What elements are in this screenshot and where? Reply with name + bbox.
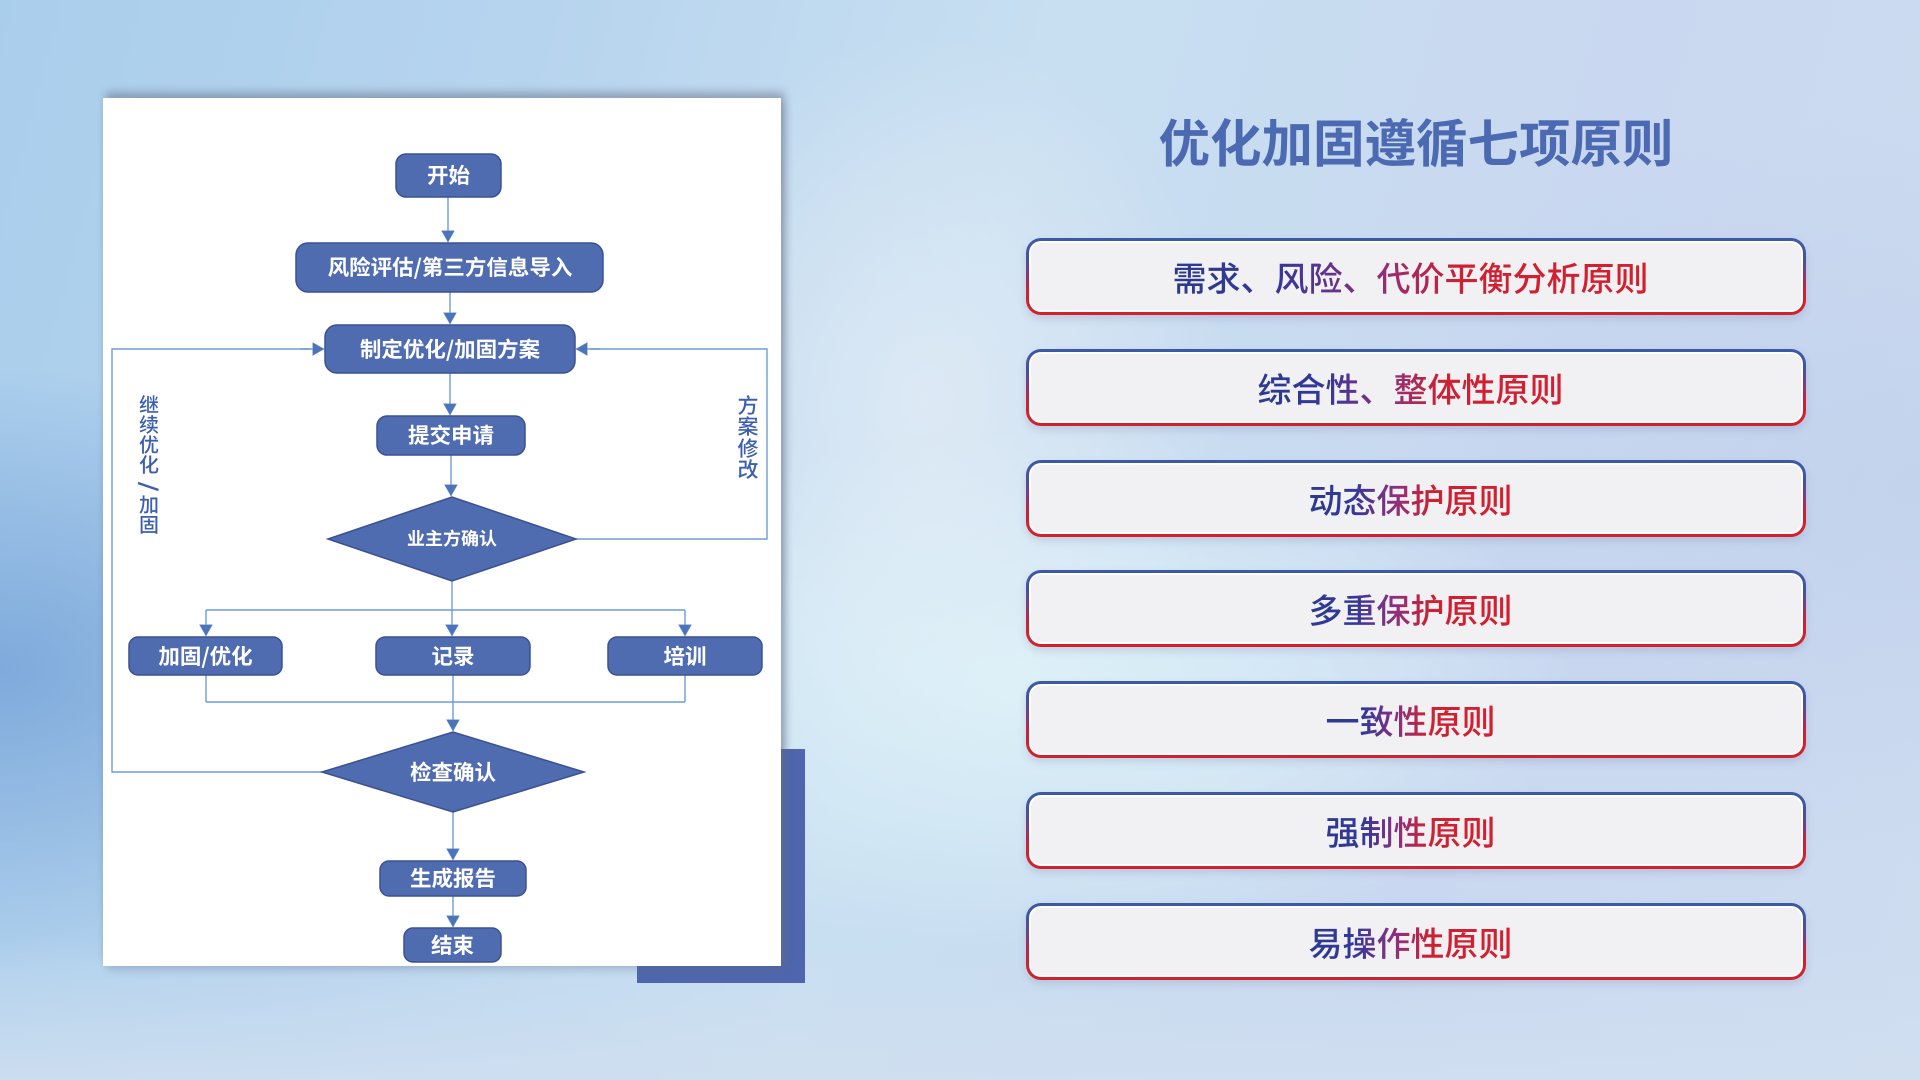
svg-text:风险评估/第三方信息导入: 风险评估/第三方信息导入 (328, 251, 573, 282)
svg-text:加固/优化: 加固/优化 (158, 640, 252, 671)
svg-text:生成报告: 生成报告 (410, 862, 496, 893)
svg-text:业主方确认: 业主方确认 (407, 525, 497, 551)
svg-text:制定优化/加固方案: 制定优化/加固方案 (360, 333, 541, 364)
svg-text:优: 优 (139, 429, 159, 458)
svg-text:提交申请: 提交申请 (408, 419, 494, 450)
svg-text:续: 续 (139, 409, 159, 438)
svg-text:化: 化 (139, 449, 159, 478)
svg-text:检查确认: 检查确认 (410, 756, 497, 787)
svg-text:继: 继 (139, 389, 159, 418)
svg-text:修: 修 (738, 433, 759, 463)
svg-text:培训: 培训 (663, 640, 706, 671)
svg-text:案: 案 (738, 411, 759, 441)
svg-text:结束: 结束 (431, 929, 474, 960)
svg-text:记录: 记录 (431, 640, 474, 671)
svg-text:加: 加 (139, 489, 159, 518)
svg-text:固: 固 (139, 509, 159, 538)
svg-text:改: 改 (738, 454, 759, 484)
svg-text:开始: 开始 (427, 159, 471, 190)
svg-text:方: 方 (738, 390, 759, 420)
